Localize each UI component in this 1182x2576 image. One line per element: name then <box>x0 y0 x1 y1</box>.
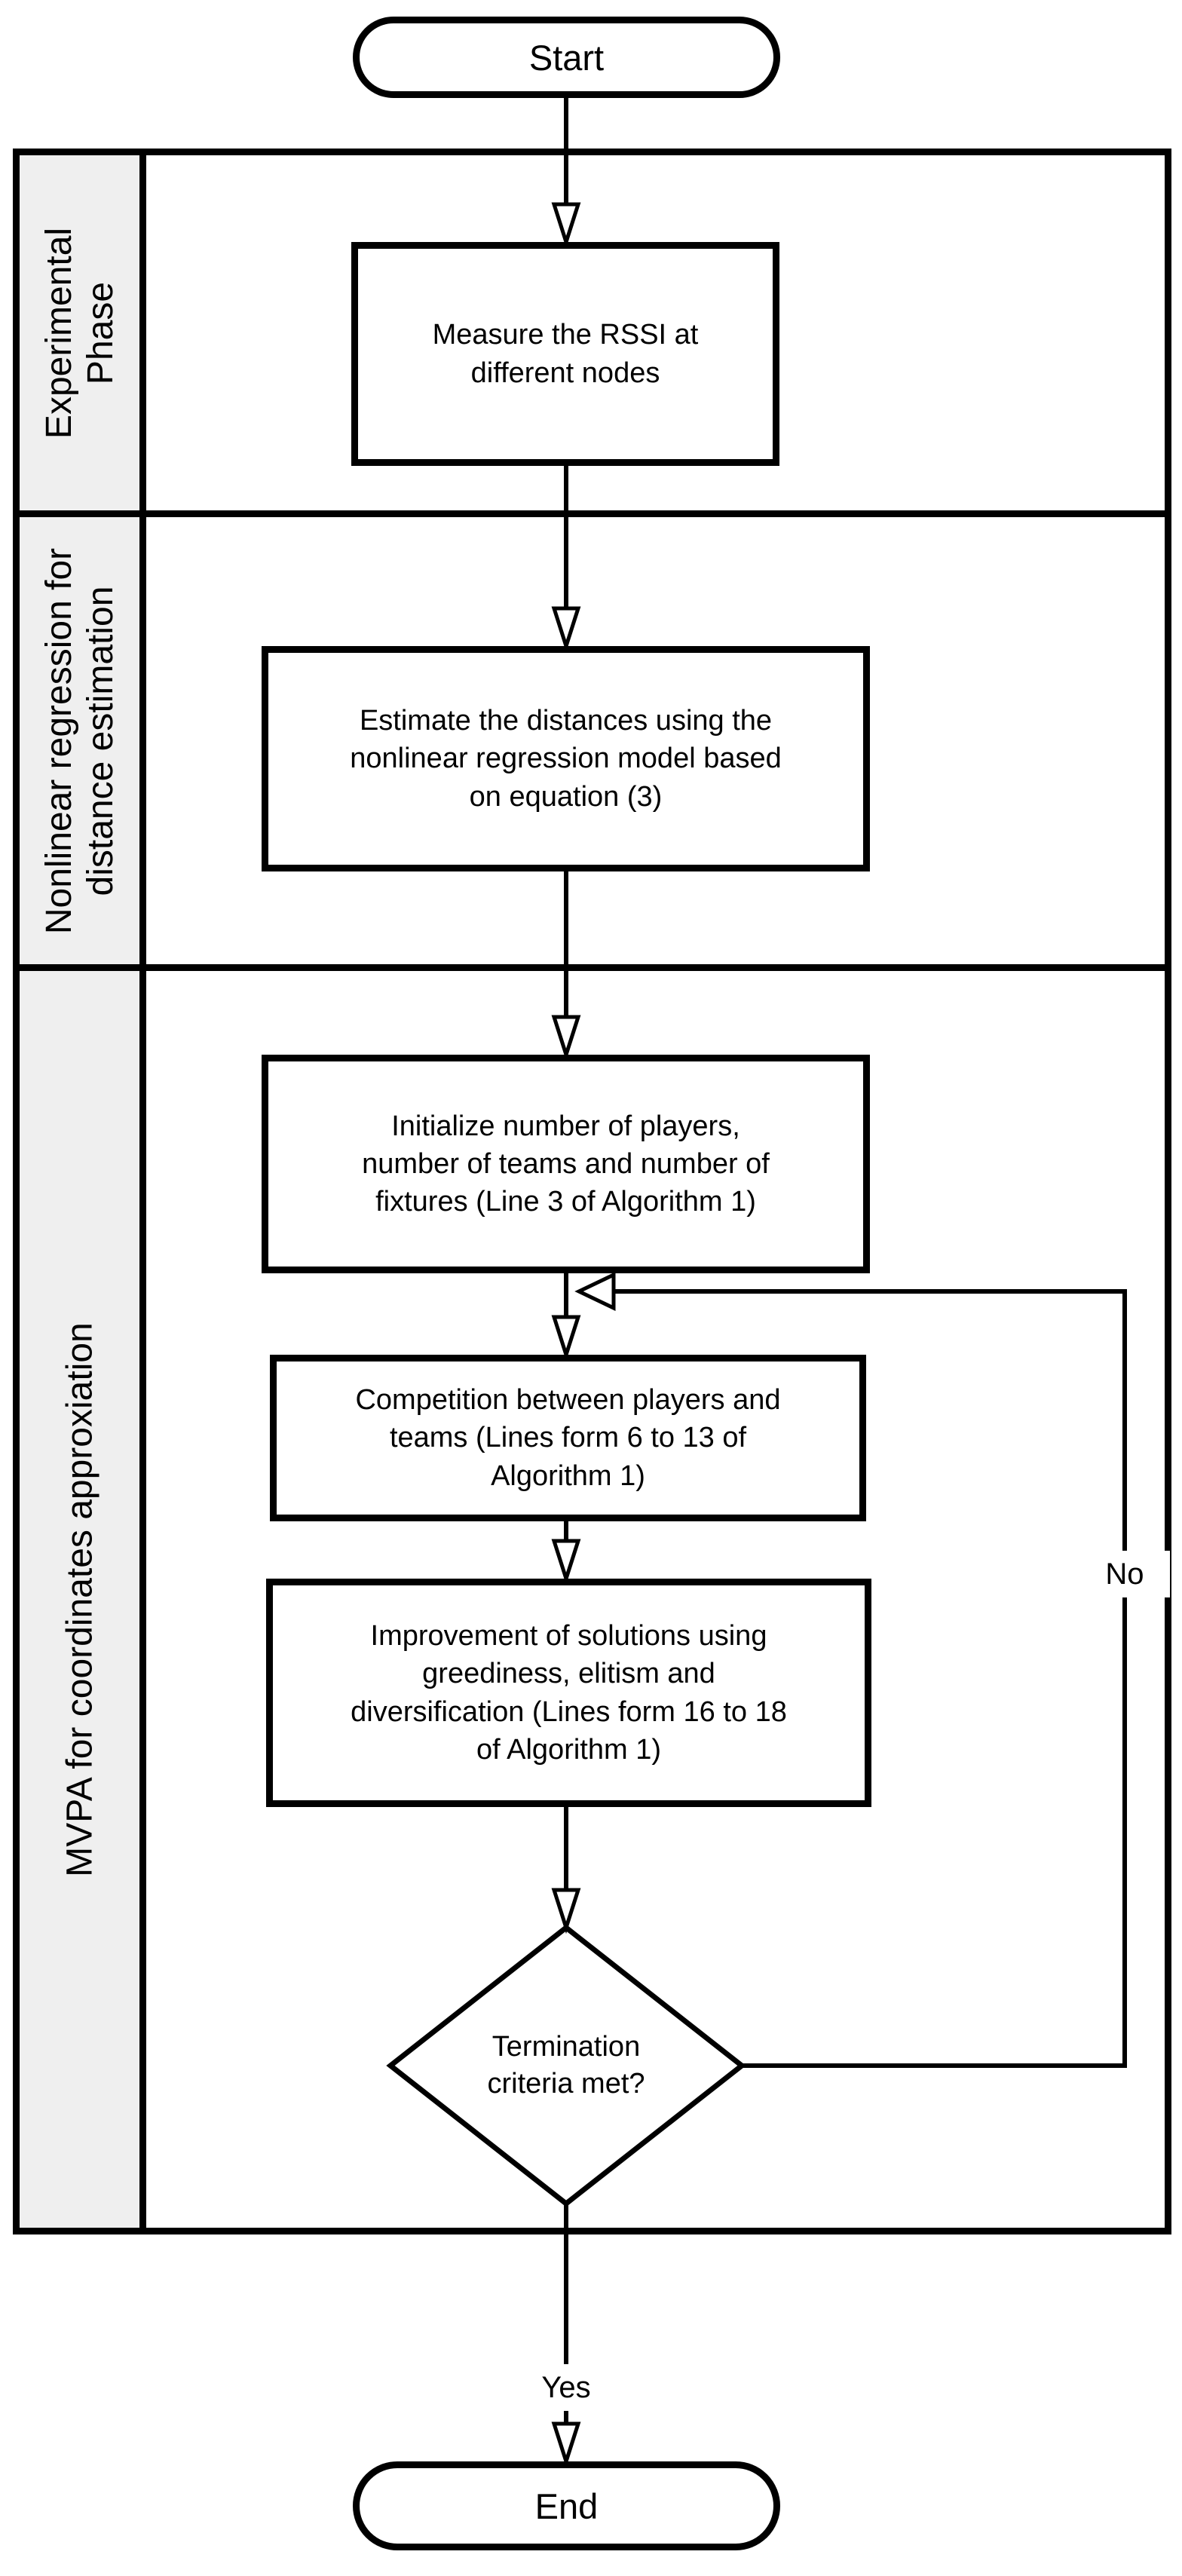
text-line: number of teams and number of <box>362 1147 770 1180</box>
edge-label-no-text: No <box>1105 1557 1144 1591</box>
lane-experimental-phase-label: Experimental Phase <box>38 227 121 438</box>
text-line: Termination <box>491 2030 641 2063</box>
edge-label-no: No <box>1079 1551 1170 1597</box>
edge-label-yes-text: Yes <box>541 2370 591 2404</box>
text-line: on equation (3) <box>469 780 663 813</box>
text-line: different nodes <box>470 357 660 389</box>
process-competition-text: Competition between players and teams (L… <box>355 1381 780 1494</box>
text-line: nonlinear regression model based <box>350 743 782 775</box>
lane-nonlinear-regression: Nonlinear regression for distance estima… <box>20 517 139 964</box>
process-improvement-text: Improvement of solutions using greedines… <box>351 1617 787 1769</box>
process-measure-rssi-text: Measure the RSSI at different nodes <box>433 316 699 391</box>
process-initialize-text: Initialize number of players, number of … <box>362 1107 770 1221</box>
process-improvement: Improvement of solutions using greedines… <box>266 1579 871 1807</box>
terminal-start: Start <box>353 17 780 98</box>
lane-mvpa: MVPA for coordinates approxiation <box>20 971 139 2228</box>
text-line: Competition between players and <box>355 1384 781 1417</box>
process-measure-rssi: Measure the RSSI at different nodes <box>351 242 779 466</box>
lane-label-column-divider <box>139 149 146 2234</box>
process-initialize: Initialize number of players, number of … <box>262 1055 870 1273</box>
lane-divider-1 <box>13 510 1171 517</box>
terminal-end-label: End <box>534 2486 599 2526</box>
process-competition: Competition between players and teams (L… <box>270 1355 866 1521</box>
text-line: teams (Lines form 6 to 13 of <box>389 1422 747 1454</box>
terminal-end: End <box>353 2461 780 2550</box>
lane-nonlinear-regression-label: Nonlinear regression for distance estima… <box>38 547 121 933</box>
swimlane-frame <box>13 149 1171 2234</box>
lane-experimental-phase: Experimental Phase <box>20 155 139 510</box>
process-estimate-distances-text: Estimate the distances using the nonline… <box>350 702 781 815</box>
lane-mvpa-label: MVPA for coordinates approxiation <box>59 1322 100 1877</box>
lane-label-line: Nonlinear regression for <box>38 547 79 934</box>
lane-divider-2 <box>13 964 1171 971</box>
text-line: diversification (Lines form 16 to 18 <box>351 1695 787 1728</box>
decision-termination-text: Termination criteria met? <box>487 2029 645 2103</box>
process-estimate-distances: Estimate the distances using the nonline… <box>262 646 870 871</box>
text-line: criteria met? <box>487 2068 645 2100</box>
terminal-start-label: Start <box>528 37 605 78</box>
lane-label-line: distance estimation <box>80 586 121 896</box>
text-line: greediness, elitism and <box>422 1658 715 1690</box>
lane-label-line: MVPA for coordinates approxiation <box>59 1322 100 1877</box>
text-line: Algorithm 1) <box>491 1460 645 1492</box>
text-line: Estimate the distances using the <box>359 705 773 737</box>
text-line: Measure the RSSI at <box>432 319 699 351</box>
decision-termination: Termination criteria met? <box>415 2002 717 2130</box>
text-line: Initialize number of players, <box>391 1110 740 1142</box>
lane-label-line: Phase <box>80 281 121 384</box>
text-line: fixtures (Line 3 of Algorithm 1) <box>375 1186 756 1218</box>
text-line: of Algorithm 1) <box>476 1733 661 1766</box>
arrowhead-icon <box>551 2421 581 2468</box>
text-line: Improvement of solutions using <box>370 1620 767 1652</box>
lane-label-line: Experimental <box>38 227 79 439</box>
edge-label-yes: Yes <box>521 2364 611 2411</box>
